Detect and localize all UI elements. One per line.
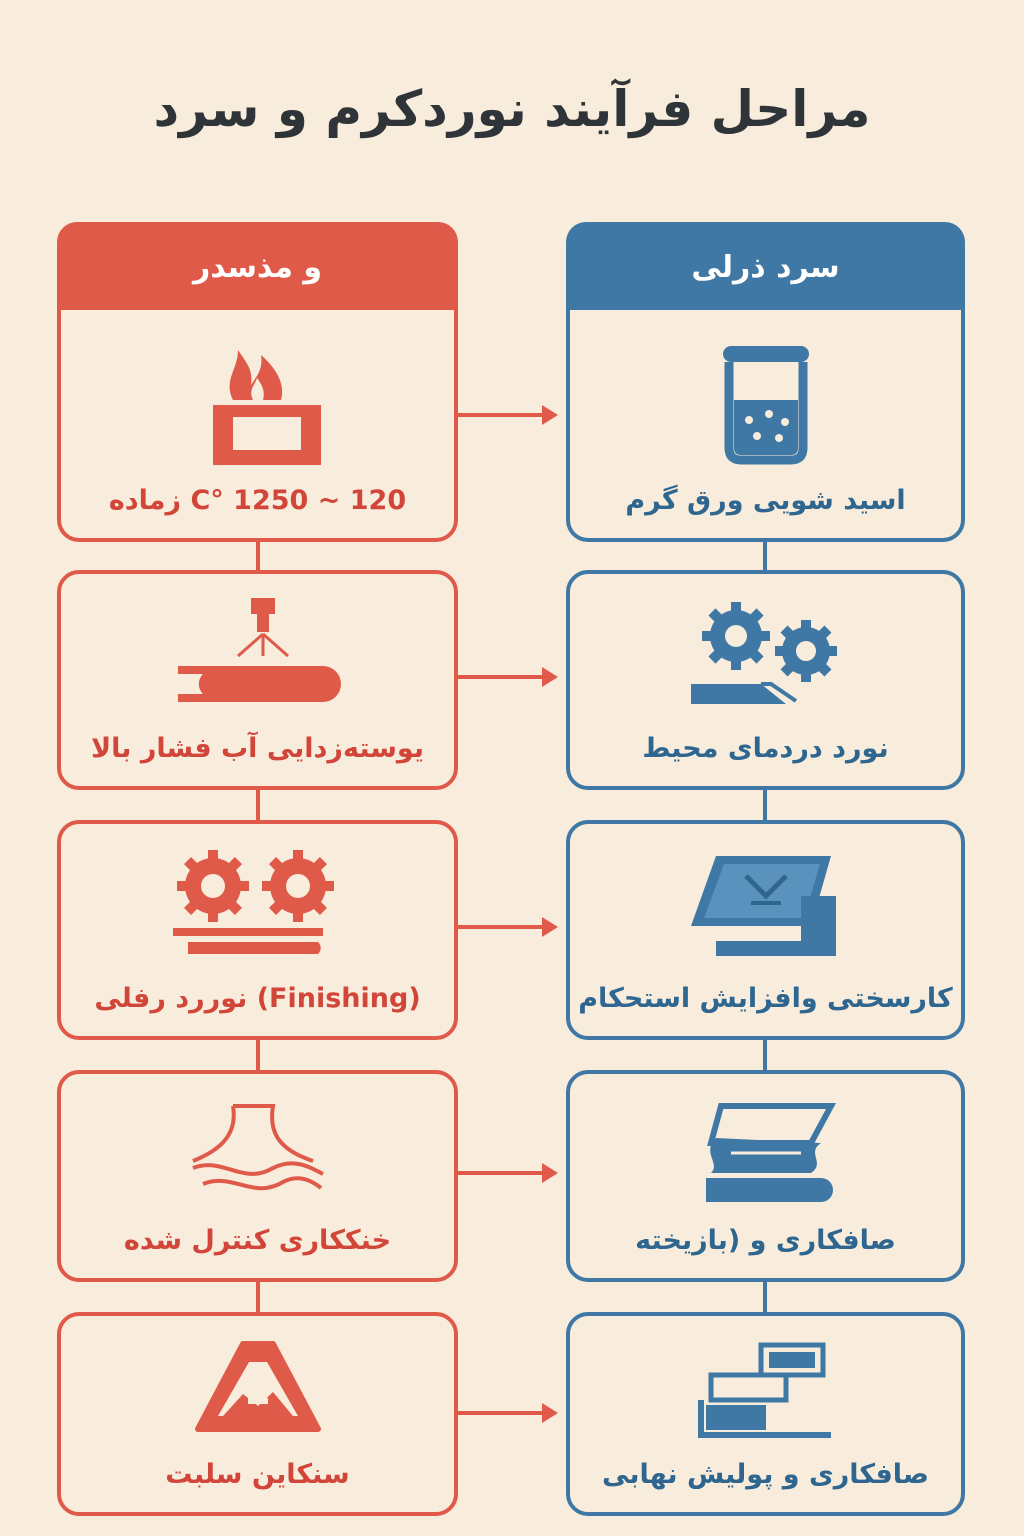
hot-step-3: (Finishing) نوررد رفلی bbox=[57, 820, 458, 1040]
hot-connector bbox=[256, 540, 260, 572]
finishing-rolls-icon bbox=[172, 850, 334, 954]
water-spray-descaling-icon bbox=[177, 598, 341, 702]
cold-step-4-label: صافکاری و (بازیخته bbox=[635, 1225, 896, 1256]
cold-step-5-label: صافکاری و پولیش نهابی bbox=[602, 1459, 929, 1490]
cold-connector bbox=[763, 1280, 767, 1314]
cold-step-4: صافکاری و (بازیخته bbox=[566, 1070, 965, 1282]
page-title: مراحل فرآیند نوردکرم و سرد bbox=[153, 80, 871, 138]
hot-step-4-label: خنککاری کنترل شده bbox=[123, 1225, 392, 1256]
cold-step-3: کارسختی وافزایش استحکام bbox=[566, 820, 965, 1040]
arrow-right-icon bbox=[456, 405, 558, 425]
hot-step-2-label: یوسته‌زدایی آب فشار بالا bbox=[91, 733, 424, 764]
hot-connector bbox=[256, 788, 260, 822]
hot-step-5: سنکاین سلبت bbox=[57, 1312, 458, 1516]
hot-connector bbox=[256, 1038, 260, 1072]
cold-step-1-label: اسید شویی ورق گرم bbox=[625, 485, 906, 516]
cold-connector bbox=[763, 540, 767, 572]
hot-step-4: خنککاری کنترل شده bbox=[57, 1070, 458, 1282]
arrow-right-icon bbox=[456, 1163, 558, 1183]
arrow-right-icon bbox=[456, 917, 558, 937]
polishing-finish-icon bbox=[697, 1342, 831, 1438]
work-hardening-plate-icon bbox=[690, 856, 836, 956]
arrow-right-icon bbox=[456, 667, 558, 687]
hot-step-3-label: (Finishing) نوررد رفلی bbox=[94, 983, 421, 1014]
controlled-cooling-icon bbox=[191, 1104, 324, 1191]
hot-step-1: 120 ~ 1250 °C زماده bbox=[57, 310, 458, 542]
cold-connector bbox=[763, 1038, 767, 1072]
cold-connector bbox=[763, 788, 767, 822]
furnace-flame-icon bbox=[212, 350, 321, 465]
cold-rolling-header: سرد ذرلی bbox=[566, 222, 965, 312]
hot-step-1-label: 120 ~ 1250 °C زماده bbox=[108, 485, 407, 516]
cold-step-1: اسید شویی ورق گرم bbox=[566, 310, 965, 542]
cold-step-5: صافکاری و پولیش نهابی bbox=[566, 1312, 965, 1516]
pickling-tank-icon bbox=[722, 346, 809, 465]
cold-step-2: نورد دردمای محیط bbox=[566, 570, 965, 790]
hot-connector bbox=[256, 1280, 260, 1314]
cold-step-2-label: نورد دردمای محیط bbox=[642, 733, 889, 764]
cold-step-3-label: کارسختی وافزایش استحکام bbox=[578, 983, 953, 1014]
hot-step-5-label: سنکاین سلبت bbox=[165, 1459, 350, 1490]
arrow-right-icon bbox=[456, 1403, 558, 1423]
cold-rolling-gears-icon bbox=[690, 602, 837, 704]
hot-step-2: یوسته‌زدایی آب فشار بالا bbox=[57, 570, 458, 790]
coiler-triangle-icon bbox=[194, 1341, 321, 1432]
annealing-sheet-icon bbox=[705, 1103, 836, 1202]
hot-rolling-header: و مذسدر bbox=[57, 222, 458, 312]
